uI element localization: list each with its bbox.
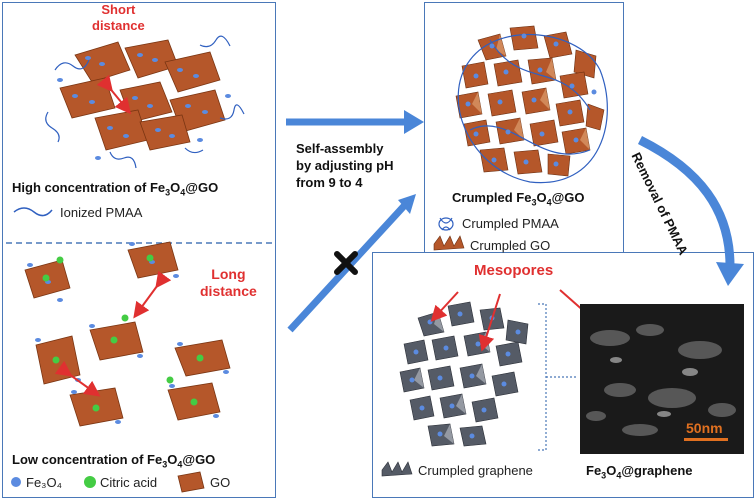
pmaa-chains-high xyxy=(45,35,245,169)
go-legend-shape xyxy=(177,471,205,493)
mesopores-label: Mesopores xyxy=(474,262,554,279)
crumpled-fe3o4-go-caption: Crumpled Fe3O4@GO xyxy=(452,190,585,208)
citric-acid-dots-low xyxy=(42,254,204,412)
fe3o4-dots-low xyxy=(27,242,229,424)
scale-bar-label: 50nm xyxy=(686,420,723,436)
citric-acid-legend-label: Citric acid xyxy=(100,475,158,490)
high-concentration-caption: High concentration of Fe3O4@GO xyxy=(12,180,219,198)
crumpled-graphene-label: Crumpled graphene xyxy=(418,463,533,478)
short-distance-arrow xyxy=(96,74,132,115)
go-sheets-high xyxy=(59,39,226,151)
tem-image xyxy=(580,304,744,454)
crumpled-pmaa-legend-icon xyxy=(438,217,454,231)
crumpled-go-ball xyxy=(455,25,608,184)
dotted-bracket xyxy=(538,303,578,451)
self-assembly-line3: from 9 to 4 xyxy=(296,175,363,190)
mesopores-arrow-1 xyxy=(430,291,459,322)
crumpled-graphene-ball xyxy=(399,301,529,447)
blocked-cross-icon xyxy=(334,251,358,275)
self-assembly-line1: Self-assembly xyxy=(296,141,384,156)
self-assembly-line2: by adjusting pH xyxy=(296,158,394,173)
fe3o4-legend-dot xyxy=(11,477,21,487)
crumpled-go-legend-icon xyxy=(433,235,465,251)
long-distance-arrow xyxy=(133,270,172,319)
go-legend-label: GO xyxy=(210,475,231,490)
low-concentration-caption: Low concentration of Fe3O4@GO xyxy=(12,452,216,470)
fe3o4-graphene-caption: Fe3O4@graphene xyxy=(586,463,693,481)
mesopores-arrow-2 xyxy=(478,293,501,352)
crumpled-go-label: Crumpled GO xyxy=(470,238,551,253)
crumpled-pmaa-label: Crumpled PMAA xyxy=(462,216,559,231)
fe3o4-dots-high xyxy=(57,53,231,160)
short-distance-label: Short distance xyxy=(92,2,145,33)
ionized-pmaa-label: Ionized PMAA xyxy=(60,205,143,220)
fe3o4-legend-label: Fe₃O₄ xyxy=(26,475,62,490)
self-assembly-label: Self-assembly by adjusting pH from 9 to … xyxy=(296,140,394,191)
long-distance-line1: Long xyxy=(211,266,246,282)
long-distance-label: Long distance xyxy=(200,266,257,300)
ionized-pmaa-legend-line xyxy=(13,207,53,217)
scale-bar xyxy=(684,438,728,441)
citric-acid-legend-dot xyxy=(84,476,96,488)
long-distance-line2: distance xyxy=(200,283,257,299)
removal-curved-arrow xyxy=(637,135,735,267)
crumpled-graphene-legend-icon xyxy=(381,461,413,477)
mid-distance-arrow xyxy=(54,360,101,397)
